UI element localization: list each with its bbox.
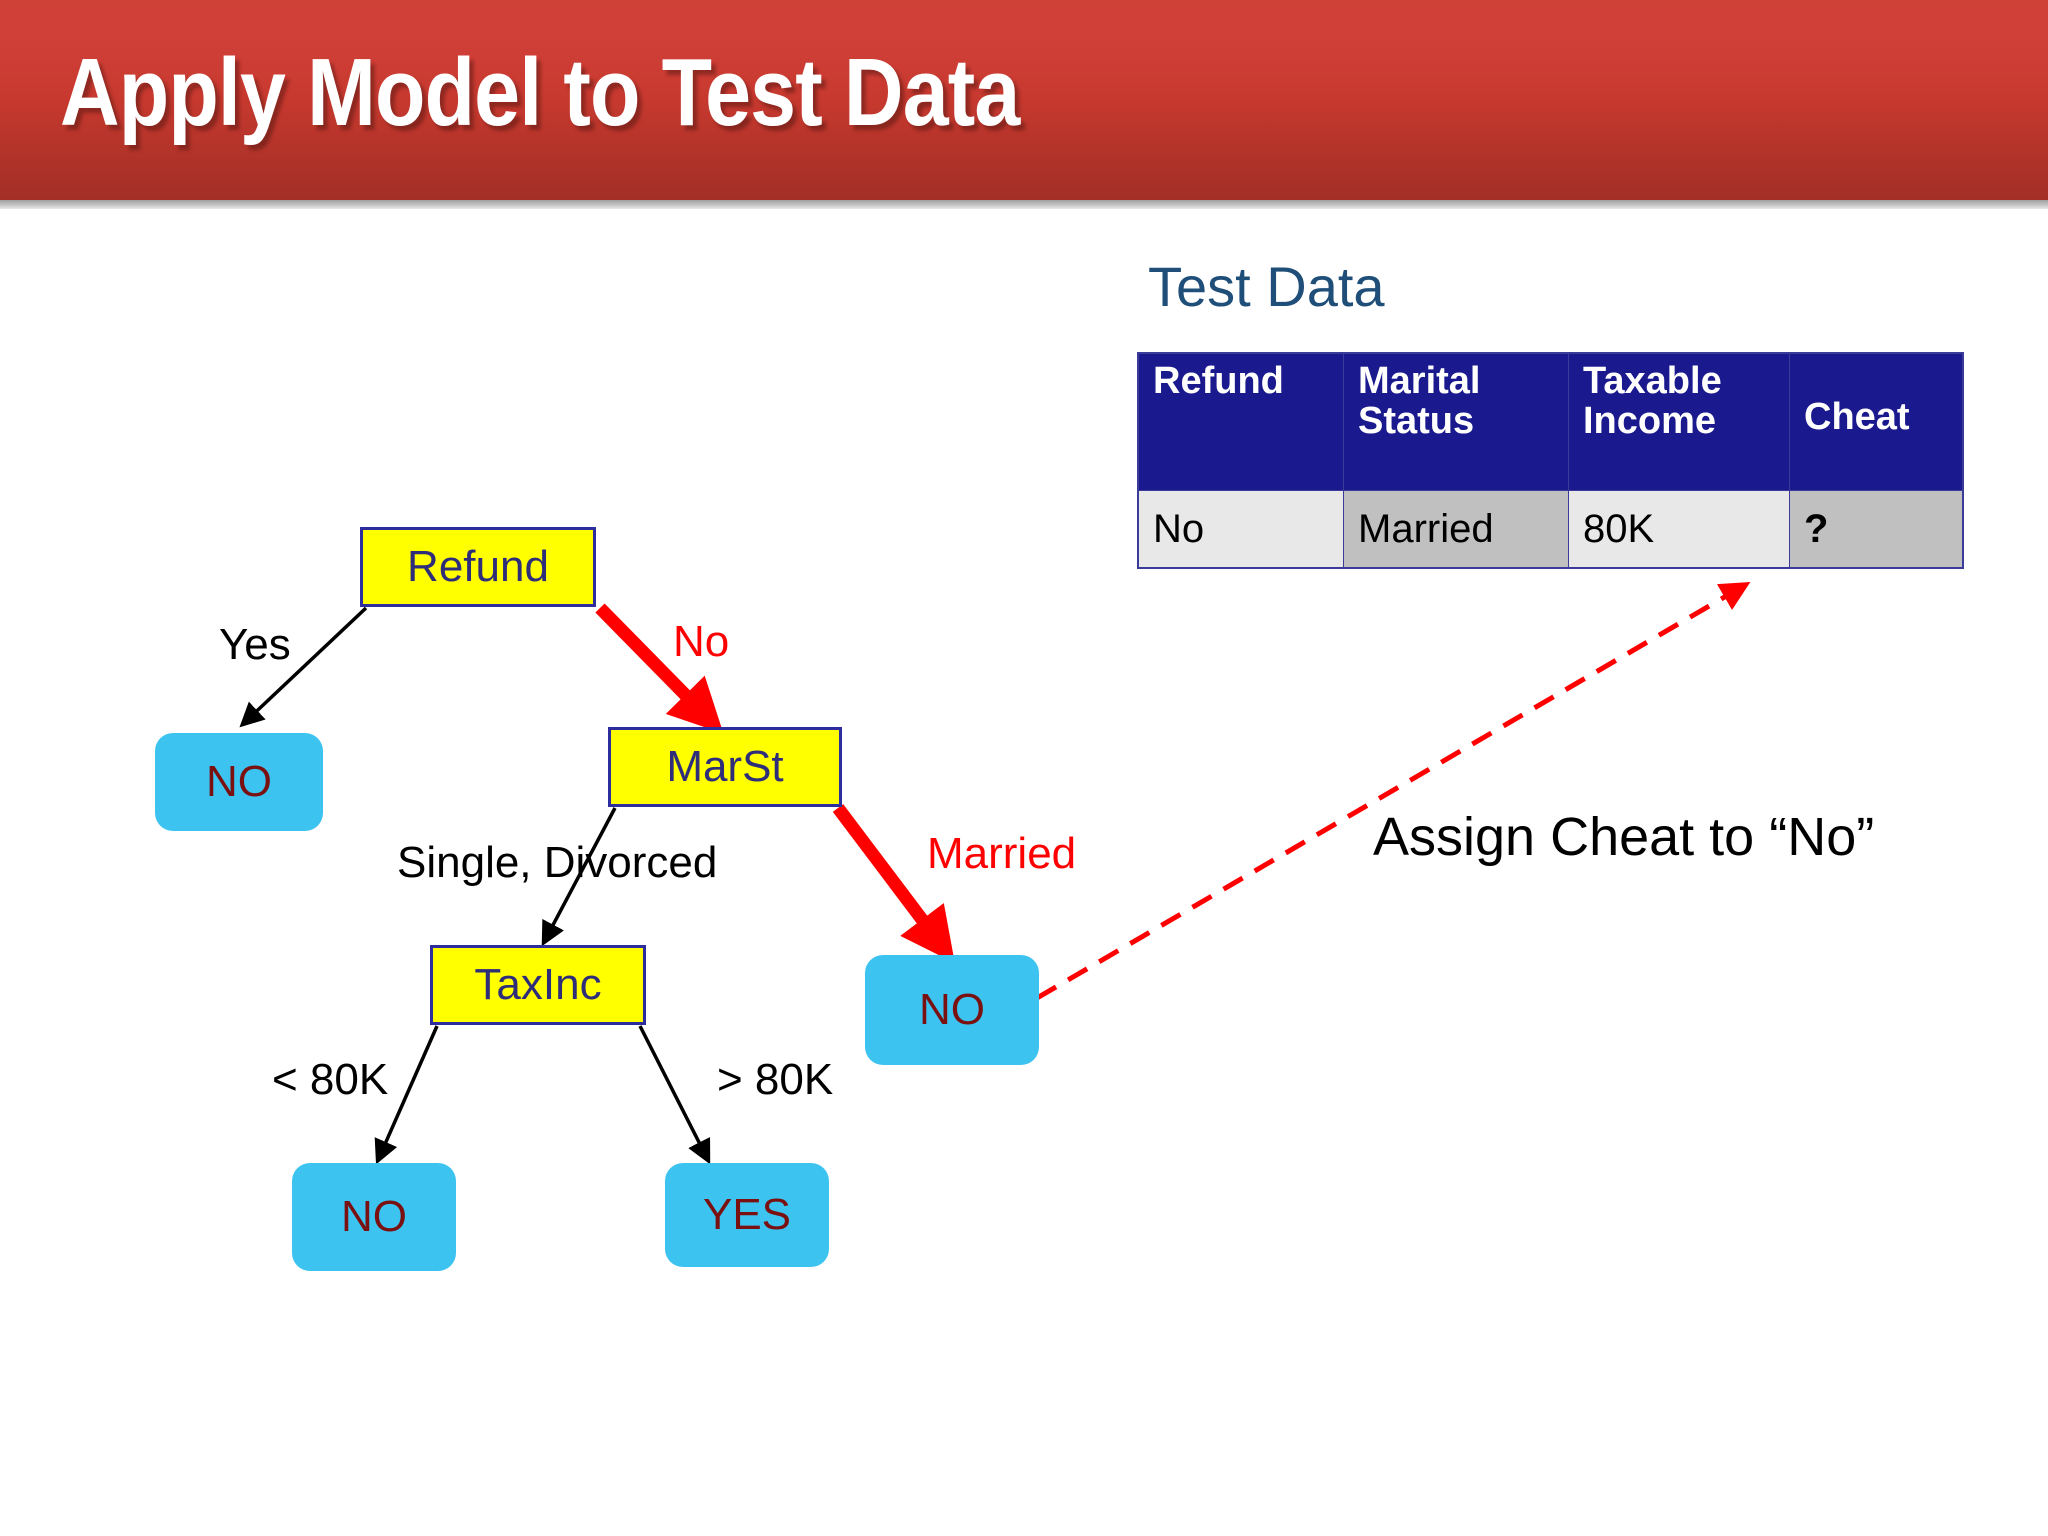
test-data-heading: Test Data xyxy=(1148,255,1385,318)
table-body: No Married 80K ? xyxy=(1137,490,1964,569)
table-row: No Married 80K ? xyxy=(1137,490,1964,569)
edge-label-lt-80k: < 80K xyxy=(272,1055,389,1104)
edge-taxinc-gt80k xyxy=(638,1025,711,1165)
edge-label-gt-80k: > 80K xyxy=(717,1055,834,1104)
tree-leaf-no-income-lt80k[interactable]: NO xyxy=(292,1163,456,1271)
tree-leaf-no-refund-yes[interactable]: NO xyxy=(155,733,323,831)
tree-node-refund[interactable]: Refund xyxy=(360,527,596,607)
tree-node-marst[interactable]: MarSt xyxy=(608,727,842,807)
edge-label-yes: Yes xyxy=(219,620,291,669)
assign-annotation: Assign Cheat to “No” xyxy=(1373,807,1875,867)
tree-node-taxinc[interactable]: TaxInc xyxy=(430,945,646,1025)
column-header-refund: Refund xyxy=(1137,352,1344,491)
cell-marital-status: Married xyxy=(1343,490,1569,569)
tree-leaf-no-married[interactable]: NO xyxy=(865,955,1039,1065)
title-bar xyxy=(0,0,2048,200)
page-title: Apply Model to Test Data xyxy=(60,39,1020,146)
test-data-table: Refund Marital Status Taxable Income Che… xyxy=(1137,352,1964,569)
cell-cheat: ? xyxy=(1789,490,1964,569)
edge-label-single-divorced: Single, Divorced xyxy=(397,838,718,887)
title-bar-shadow xyxy=(0,200,2048,209)
table-header-row: Refund Marital Status Taxable Income Che… xyxy=(1137,352,1964,491)
table-header: Refund Marital Status Taxable Income Che… xyxy=(1137,352,1964,491)
column-header-taxable-income: Taxable Income xyxy=(1568,352,1790,491)
cell-refund: No xyxy=(1137,490,1344,569)
cell-taxable-income: 80K xyxy=(1568,490,1790,569)
column-header-marital-status: Marital Status xyxy=(1343,352,1569,491)
tree-leaf-yes-income-gt80k[interactable]: YES xyxy=(665,1163,829,1267)
edge-label-married: Married xyxy=(927,829,1077,878)
annotation-arrow xyxy=(1035,581,1751,1001)
edge-label-no: No xyxy=(673,617,730,666)
column-header-cheat: Cheat xyxy=(1789,352,1964,491)
